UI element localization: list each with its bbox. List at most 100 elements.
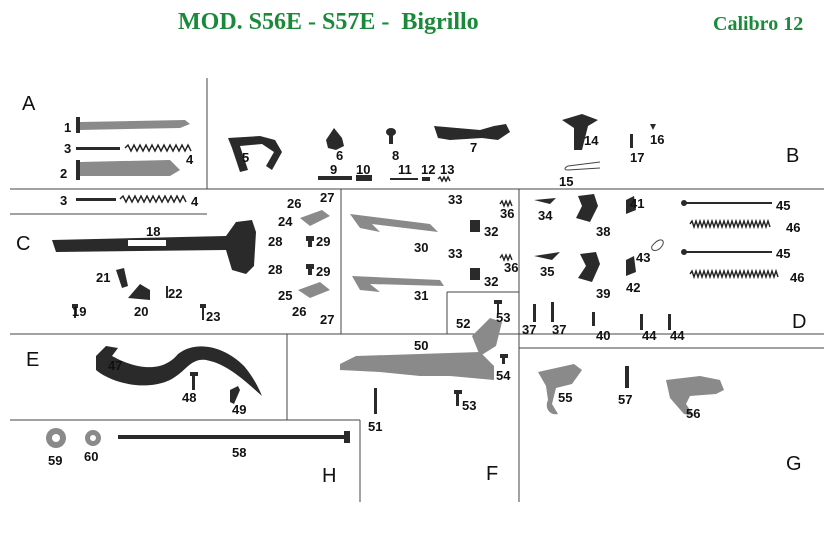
part-48-label: 48 [182, 390, 196, 405]
part-6-drawing [326, 128, 344, 150]
part-38-drawing [576, 194, 598, 222]
section-d-label: D [792, 311, 806, 333]
part-18-drawing [52, 220, 256, 274]
part-57-label: 57 [618, 392, 632, 407]
part-44a-label: 44 [642, 328, 657, 343]
part-35-label: 35 [540, 264, 554, 279]
part-51-label: 51 [368, 419, 382, 434]
calibre-label: Calibro 12 [713, 13, 804, 35]
part-11-drawing [390, 178, 418, 180]
part-12-label: 12 [421, 162, 435, 177]
part-32a-label: 32 [484, 224, 498, 239]
part-17-drawing [630, 134, 633, 148]
part-23-drawing [200, 304, 206, 320]
part-36b-drawing [499, 253, 513, 262]
part-22-drawing [166, 286, 168, 298]
part-39-label: 39 [596, 286, 610, 301]
part-43-drawing [651, 239, 664, 251]
part-9-drawing [318, 176, 352, 180]
part-49-drawing [230, 386, 240, 404]
part-21-label: 21 [96, 270, 110, 285]
part-53a-label: 53 [496, 310, 510, 325]
section-c-label: C [16, 233, 30, 255]
part-34-drawing [534, 198, 556, 204]
part-31-label: 31 [414, 288, 428, 303]
part-46a-label: 46 [786, 220, 800, 235]
section-a-label: A [22, 93, 36, 115]
part-20-drawing [128, 284, 150, 300]
part-24-label: 24 [278, 214, 293, 229]
part-8-label: 8 [392, 148, 399, 163]
part-30-label: 30 [414, 240, 428, 255]
part-27b-label: 27 [320, 312, 334, 327]
part-56-label: 56 [686, 406, 700, 421]
part-42-label: 42 [626, 280, 640, 295]
part-52-label: 52 [456, 316, 470, 331]
part-35-drawing [534, 252, 560, 260]
part-48-drawing [190, 372, 198, 390]
part-60-label: 60 [84, 449, 98, 464]
part-36b-label: 36 [504, 260, 518, 275]
part-47-drawing [96, 346, 262, 396]
part-27a-label: 27 [320, 190, 334, 205]
part-33a-label: 33 [448, 192, 462, 207]
part-45a-label: 45 [776, 198, 790, 213]
part-17-label: 17 [630, 150, 644, 165]
part-34-label: 34 [538, 208, 553, 223]
part-8-drawing [386, 128, 396, 144]
part-39-drawing [578, 252, 600, 282]
part-4b-label: 4 [191, 194, 199, 209]
part-59-drawing [46, 428, 66, 448]
part-38-label: 38 [596, 224, 610, 239]
part-58-label: 58 [232, 445, 246, 460]
part-55-drawing [538, 364, 582, 415]
part-46b-drawing [689, 268, 779, 280]
part-50-label: 50 [414, 338, 428, 353]
part-15-drawing [564, 161, 601, 171]
part-59-label: 59 [48, 453, 62, 468]
part-2-label: 2 [60, 166, 67, 181]
part-3a-label: 3 [64, 141, 71, 156]
part-23-label: 23 [206, 309, 220, 324]
part-46b-label: 46 [790, 270, 804, 285]
part-1-drawing [76, 117, 190, 133]
part-3a-drawing [76, 143, 192, 153]
part-53a-drawing [494, 300, 502, 314]
part-13-label: 13 [440, 162, 454, 177]
part-28b-label: 28 [268, 262, 282, 277]
part-29a-label: 29 [316, 234, 330, 249]
part-37-40-44-pins [533, 302, 671, 330]
part-22-label: 22 [168, 286, 182, 301]
part-45b-label: 45 [776, 246, 790, 261]
part-2-drawing [76, 160, 180, 180]
part-43-label: 43 [636, 250, 650, 265]
part-54-label: 54 [496, 368, 511, 383]
part-44b-label: 44 [670, 328, 685, 343]
part-26b-label: 26 [292, 304, 306, 319]
part-18-label: 18 [146, 224, 160, 239]
part-19-label: 19 [72, 304, 86, 319]
section-dividers [10, 78, 824, 502]
part-1-label: 1 [64, 120, 71, 135]
section-e-label: E [26, 349, 39, 371]
part-9-label: 9 [330, 162, 337, 177]
part-32a-drawing [470, 220, 480, 232]
part-37b-label: 37 [552, 322, 566, 337]
part-26a-label: 26 [287, 196, 301, 211]
part-53b-drawing [454, 390, 462, 406]
part-49-label: 49 [232, 402, 246, 417]
part-13-drawing [437, 175, 451, 183]
part-6-label: 6 [336, 148, 343, 163]
part-25-label: 25 [278, 288, 292, 303]
part-30-drawing [350, 214, 438, 232]
part-19-drawing [72, 304, 78, 318]
part-45b-drawing [681, 249, 772, 255]
part-32b-drawing [470, 268, 480, 280]
part-60-drawing [85, 430, 101, 446]
part-14-label: 14 [584, 133, 599, 148]
part-14-drawing [562, 114, 598, 150]
part-46a-drawing [689, 218, 771, 230]
part-53b-label: 53 [462, 398, 476, 413]
part-37a-label: 37 [522, 322, 536, 337]
section-g-label: G [786, 453, 802, 475]
